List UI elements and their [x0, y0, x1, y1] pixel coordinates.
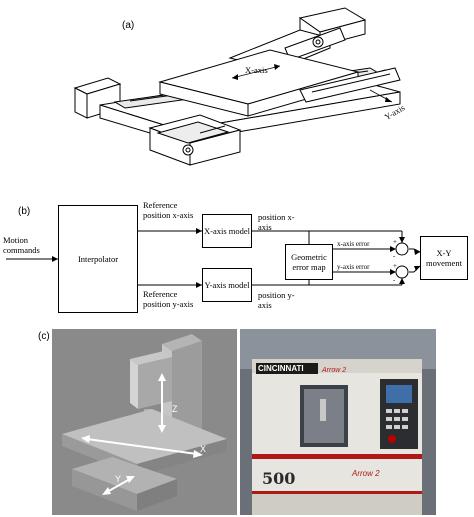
model-badge-lower-text: Arrow 2: [352, 469, 380, 478]
xy-movement-block: X-Y movement: [420, 236, 468, 280]
pos-x-label: position x-axis: [258, 212, 295, 232]
model-badge-text: Arrow 2: [322, 367, 347, 374]
svg-text:+: +: [393, 262, 397, 270]
svg-text:+: +: [393, 238, 397, 246]
panel-b-tag: (b): [18, 206, 31, 217]
cnc-3d-render: Z X Y: [52, 329, 237, 515]
x-axis-error-label: x-axis error: [337, 240, 370, 248]
y-axis-model-block: Y-axis model: [202, 268, 252, 302]
ref-y-label: Reference position y-axis: [143, 289, 194, 309]
cnc-photo-shapes: [240, 329, 436, 515]
cnc-machine-photo: CINCINNATI Arrow 2 500 Arrow 2: [240, 329, 436, 515]
x-axis-model-block: X-axis model: [202, 214, 252, 248]
model-number-text: 500: [262, 469, 296, 488]
geometric-error-map-block: Geometric error map: [285, 244, 333, 280]
axis-y-label: Y: [115, 474, 122, 484]
svg-text:-: -: [393, 276, 396, 284]
axis-x-label: X: [200, 444, 207, 454]
pos-y-label: position y-axis: [258, 290, 295, 310]
brand-plate-text: CINCINNATI: [258, 364, 304, 373]
y-axis-error-label: y-axis error: [337, 263, 370, 271]
motion-commands-label: Motion commands: [3, 235, 40, 255]
svg-text:-: -: [393, 252, 396, 260]
x-axis-label-a: X-axis: [245, 65, 268, 75]
block-diagram-wires: + - + -: [6, 228, 421, 288]
ref-x-label: Reference position x-axis: [143, 200, 194, 220]
panel-c-tag: (c): [38, 331, 50, 342]
interpolator-block: Interpolator: [58, 205, 138, 313]
xy-table-drawing: [73, 7, 401, 166]
axis-z-label: Z: [172, 404, 178, 414]
cnc-render-shapes: [62, 334, 227, 511]
panel-a-tag: (a): [122, 20, 135, 31]
